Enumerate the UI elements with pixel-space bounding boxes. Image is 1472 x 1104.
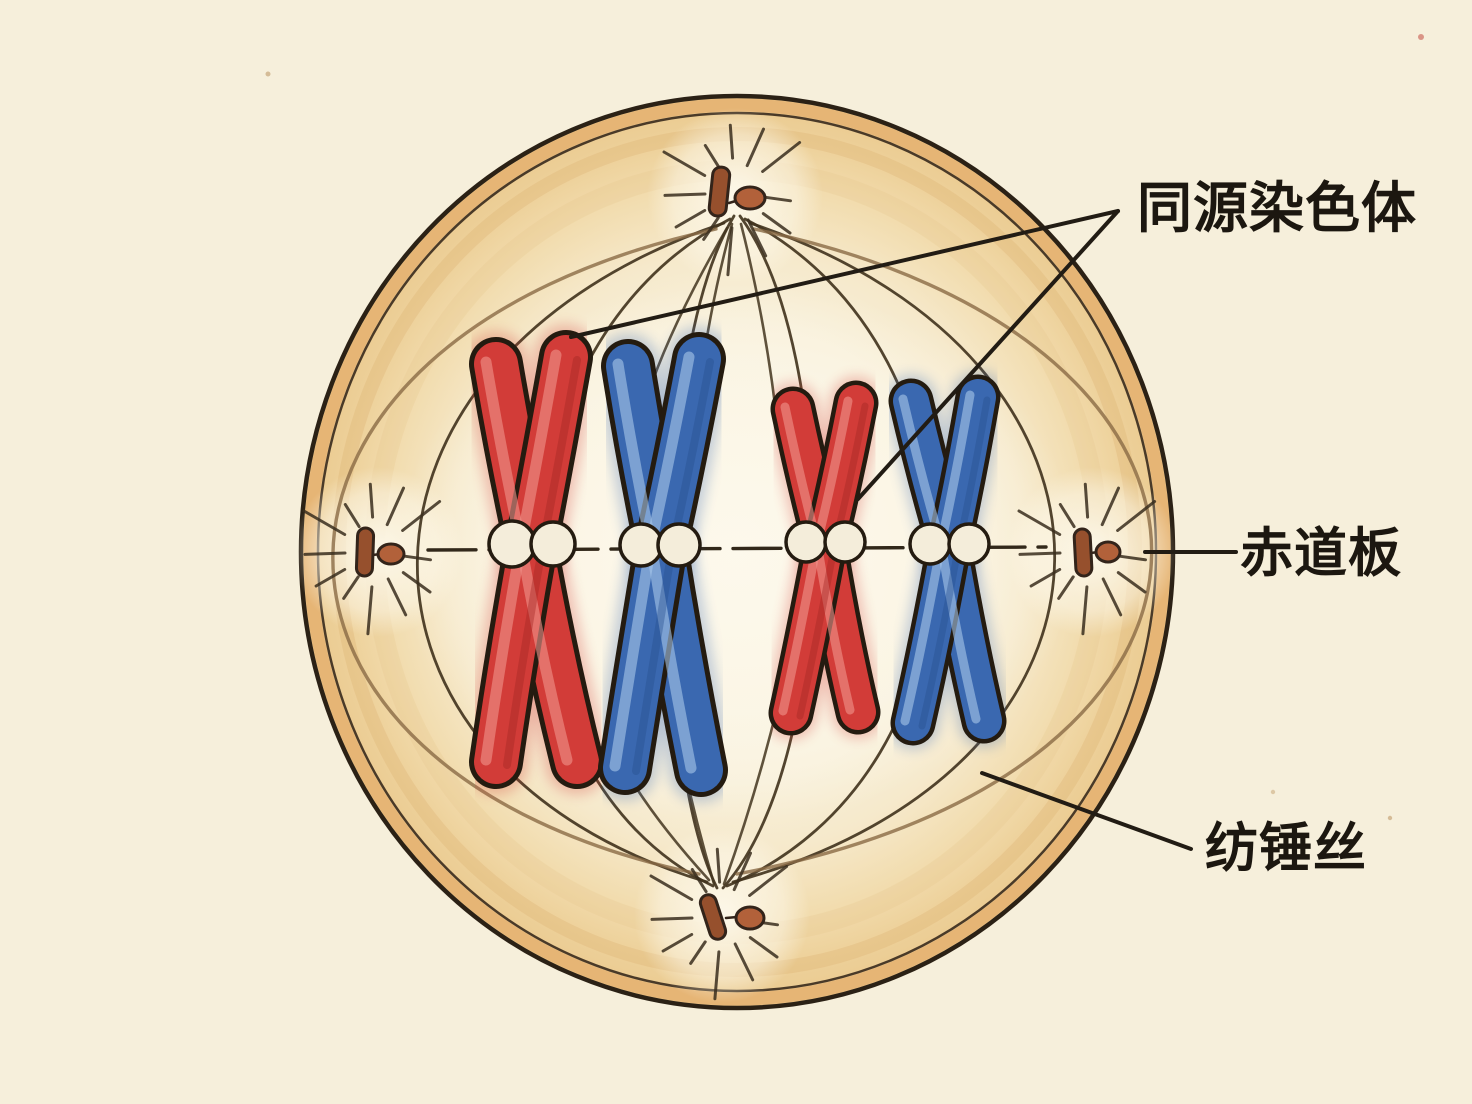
paper-speck <box>265 71 271 77</box>
aster-ray <box>314 568 347 588</box>
centromere-circle <box>487 519 537 569</box>
aster-ray <box>713 950 721 1001</box>
aster-ray <box>1018 551 1062 556</box>
spindle-fiber-line <box>731 221 1057 884</box>
paper-speck <box>1418 34 1424 40</box>
aster-ray <box>303 551 347 556</box>
leader-line-homologous-a <box>569 209 1120 339</box>
aster-ray <box>715 847 722 884</box>
centromere-circle <box>947 522 991 566</box>
aster-ray <box>748 936 779 959</box>
aster-ray <box>368 482 375 519</box>
aster-ray <box>649 874 694 901</box>
centromere-circle <box>529 520 577 568</box>
paper-speck <box>1387 815 1393 821</box>
aster-ray <box>726 226 734 277</box>
aster-ray <box>761 141 802 173</box>
aster-ray <box>1057 575 1075 600</box>
aster-ray <box>661 933 694 953</box>
aster-ray <box>650 916 694 921</box>
centrosome-top <box>662 123 802 277</box>
aster-ray <box>1118 554 1147 562</box>
leader-lines <box>569 209 1238 851</box>
aster-ray <box>761 212 792 235</box>
aster-ray <box>728 123 735 160</box>
aster-ray <box>1083 482 1090 519</box>
centriole-rod <box>698 893 728 941</box>
centriole-rod <box>1072 527 1094 578</box>
centromere-circle <box>784 520 828 564</box>
aster-ray <box>663 192 707 197</box>
centromere-circle <box>823 520 867 564</box>
aster-ray <box>1081 585 1089 636</box>
chromosome-blue-large <box>592 326 734 803</box>
centrosome-left <box>302 482 442 636</box>
aster-ray <box>662 150 707 177</box>
aster-ray <box>1100 486 1120 527</box>
aster-ray <box>703 144 721 170</box>
centromere-circle <box>908 522 952 566</box>
leader-line-homologous-b <box>856 209 1120 501</box>
leader-line-spindle-fiber <box>980 771 1193 851</box>
centriole-oval <box>734 905 766 931</box>
aster-ray <box>343 503 361 529</box>
label-spindle-fiber: 纺锤丝 <box>1205 819 1367 878</box>
aster-ray <box>401 500 442 532</box>
spindle-fiber-line <box>415 221 726 884</box>
aster-ray <box>366 585 374 636</box>
aster-ray <box>748 865 789 897</box>
aster-ray <box>702 216 720 241</box>
aster-ray <box>674 209 707 229</box>
centriole-oval <box>1094 540 1122 564</box>
aster-ray <box>1017 509 1062 536</box>
aster-ray <box>386 577 408 617</box>
label-equatorial-plate: 赤道板 <box>1240 524 1402 583</box>
spindle-fiber-line <box>735 227 1154 876</box>
aster-ray <box>1116 571 1147 594</box>
aster-ray <box>745 127 765 168</box>
aster-ray <box>690 868 708 894</box>
labels: 同源染色体 赤道板 纺锤丝 <box>1137 178 1417 878</box>
aster-ray <box>1101 577 1123 617</box>
centriole-rod <box>707 165 732 218</box>
aster-ray <box>733 942 755 982</box>
centromere-circle <box>618 522 664 568</box>
aster-ray <box>385 486 405 527</box>
aster-ray <box>689 940 707 965</box>
aster-ray <box>746 218 768 258</box>
centrosome-right <box>1017 482 1157 636</box>
chromosome-red-large <box>463 324 610 795</box>
chromosome-blue-small <box>884 370 1011 750</box>
paper-specks <box>265 34 1424 821</box>
centriole-rod <box>354 526 376 578</box>
aster-ray <box>1116 500 1157 532</box>
centriole-oval <box>733 185 767 211</box>
aster-ray <box>302 509 347 536</box>
centrosome-bottom <box>649 847 789 1001</box>
aster-ray <box>401 571 432 594</box>
label-homologous-chromosome: 同源染色体 <box>1137 178 1417 239</box>
aster-ray <box>1029 568 1062 588</box>
paper-speck <box>1270 789 1276 795</box>
centriole-oval <box>376 542 406 566</box>
aster-ray <box>732 851 752 892</box>
centromere-circle <box>656 522 702 568</box>
aster-ray <box>1058 503 1076 529</box>
aster-ray <box>403 554 432 562</box>
chromosome-red-small <box>764 376 885 740</box>
aster-ray <box>342 575 360 600</box>
aster-ray <box>763 195 792 203</box>
